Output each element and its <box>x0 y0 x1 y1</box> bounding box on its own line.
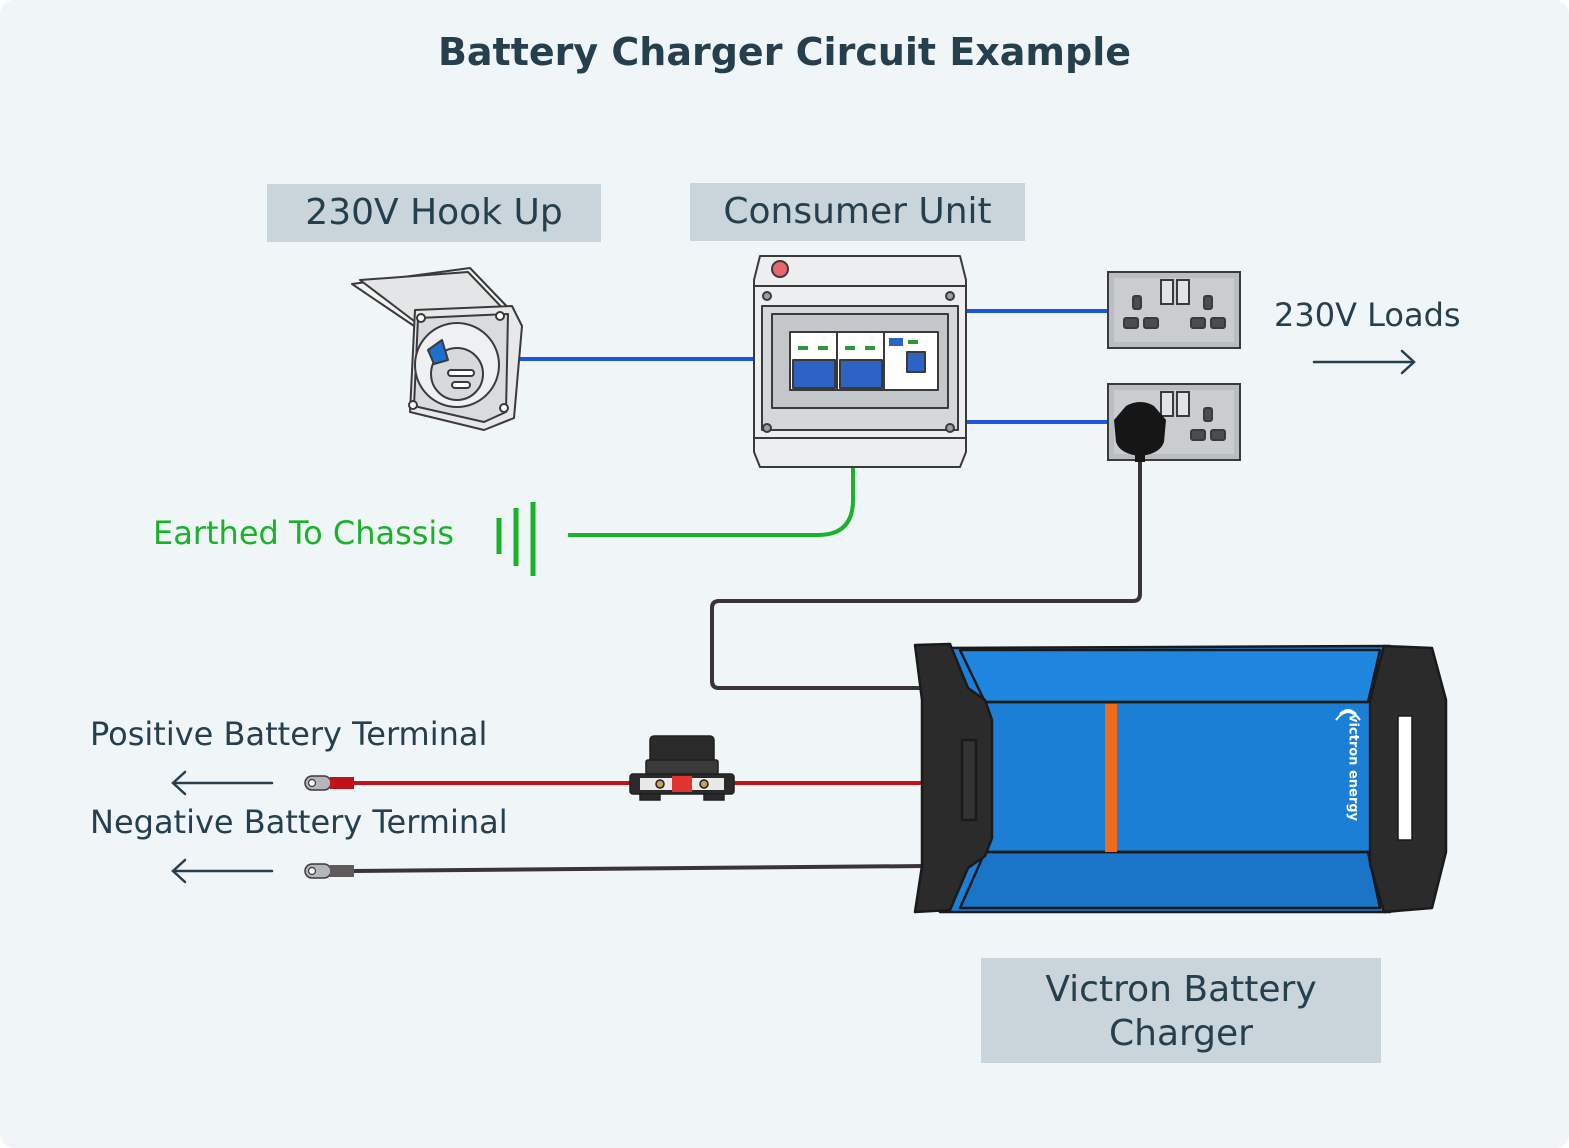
charger-label-line1: Victron Battery <box>1045 969 1317 1010</box>
fuse-holder-icon <box>629 735 735 801</box>
ac-wires <box>520 309 1110 424</box>
ring-terminal-icon <box>304 863 354 879</box>
charger-label: Victron Battery Charger <box>981 958 1381 1063</box>
double-socket-icon <box>1107 271 1241 349</box>
charger-label-line2: Charger <box>1109 1013 1253 1054</box>
battery-charger-icon <box>913 642 1448 914</box>
mains-cable <box>710 458 1142 690</box>
diagram-title: Battery Charger Circuit Example <box>437 30 1132 74</box>
plug-icon <box>1114 402 1166 462</box>
arrow-right-icon <box>1312 349 1416 375</box>
positive-terminal-label: Positive Battery Terminal <box>90 715 488 753</box>
arrow-left-icon <box>171 770 274 796</box>
hookup-label: 230V Hook Up <box>267 184 601 242</box>
earth-wire <box>568 467 855 537</box>
negative-terminal-label: Negative Battery Terminal <box>90 803 508 841</box>
charger-brand-text: victron energy <box>1345 713 1361 822</box>
consumer-unit-label: Consumer Unit <box>690 183 1025 241</box>
arrow-left-icon <box>171 858 274 884</box>
ring-terminal-icon <box>304 775 354 791</box>
negative-cable <box>351 864 926 873</box>
consumer-unit-icon <box>753 255 967 468</box>
loads-label: 230V Loads <box>1274 296 1461 334</box>
earth-label: Earthed To Chassis <box>153 514 454 552</box>
double-socket-icon <box>1107 383 1241 461</box>
earth-symbol-icon <box>496 502 536 576</box>
hook-up-socket-icon <box>351 267 523 431</box>
